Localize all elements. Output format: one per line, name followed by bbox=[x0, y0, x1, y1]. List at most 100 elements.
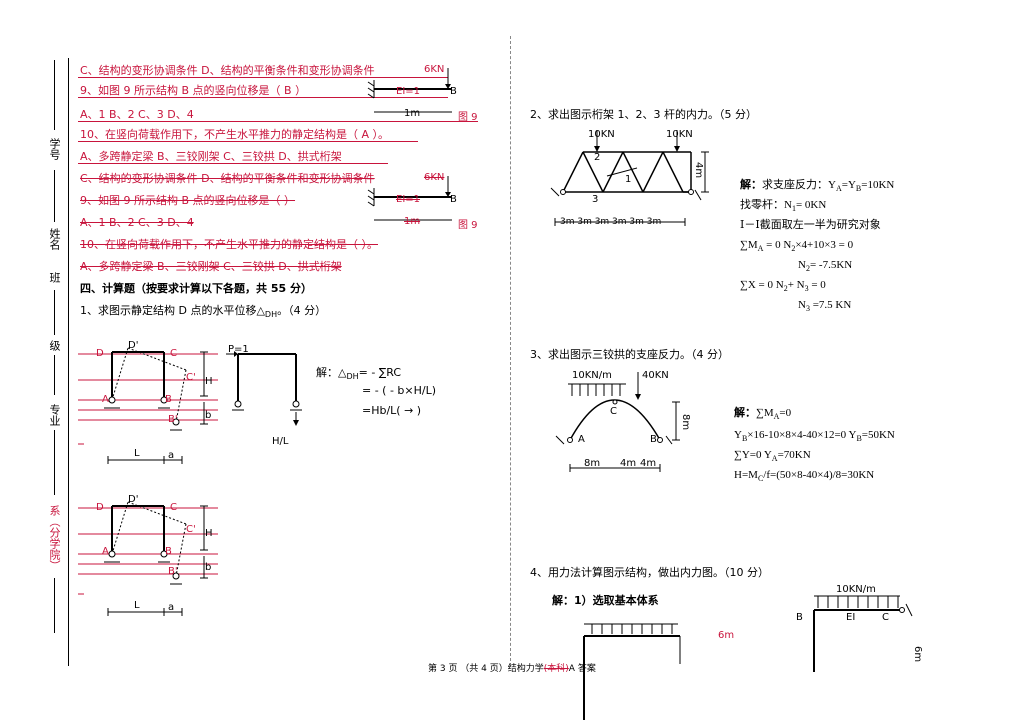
q1-dup-label-l: L bbox=[134, 600, 140, 611]
q1-frame-figure-duplicate bbox=[78, 501, 218, 616]
fig9-load-dup: 6KN bbox=[424, 172, 445, 183]
q1-label-d: D bbox=[96, 348, 104, 359]
underline-3 bbox=[78, 121, 478, 122]
q4-structure-figure bbox=[813, 595, 913, 672]
q1-label-b-dim: b bbox=[205, 410, 212, 421]
margin-underline-xuehao bbox=[54, 60, 55, 130]
q3-label-b: B bbox=[650, 434, 657, 445]
q4-prompt: 4、用力法计算图示结构，做出内力图。（10 分） bbox=[530, 566, 769, 579]
q1-label-c: C bbox=[170, 348, 177, 359]
line-3: A、1 B、2 C、3 D、4 bbox=[80, 108, 194, 121]
margin-ban: 班 bbox=[48, 272, 61, 283]
margin-underline-xi bbox=[54, 578, 55, 633]
fig9-label-dup: 图 9 bbox=[458, 220, 478, 231]
line-4: 10、在竖向荷载作用下，不产生水平推力的静定结构是（ A ）。 bbox=[80, 128, 390, 141]
line-6-struck: C、结构的变形协调条件 D、结构的平衡条件和变形协调条件 bbox=[80, 172, 375, 185]
q1-dup-label-cp: C' bbox=[186, 524, 196, 535]
margin-xuehao: 学号 bbox=[48, 138, 61, 160]
q3-dim-1: 8m bbox=[584, 458, 601, 469]
q1-label-hl: H/L bbox=[272, 436, 289, 447]
margin-underline-ji bbox=[54, 355, 55, 395]
line-8-struck: A、1 B、2 C、3 D、4 bbox=[80, 216, 194, 229]
q2-sol-line3: Ⅰ－Ⅰ截面取左一半为研究对象 bbox=[740, 219, 881, 231]
q2-sol-line2: 找零杆：N1= 0KN bbox=[740, 199, 827, 214]
binding-line bbox=[68, 58, 69, 666]
q3-dim-3: 4m bbox=[640, 458, 657, 469]
fig9-load: 6KN bbox=[424, 64, 445, 75]
q3-dim-2: 4m bbox=[620, 458, 637, 469]
q3-label-c: C bbox=[610, 406, 617, 417]
q1-label-l: L bbox=[134, 448, 140, 459]
q2-prompt: 2、求出图示桁架 1、2、3 杆的内力。（5 分） bbox=[530, 108, 757, 121]
q1-label-dp: D' bbox=[128, 340, 139, 351]
q4-height: 6m bbox=[912, 646, 923, 663]
q1-label-cp: C' bbox=[186, 372, 196, 383]
margin-underline-xingming bbox=[54, 170, 55, 222]
q1-dup-h-dim bbox=[200, 505, 208, 579]
underline-4 bbox=[78, 141, 418, 142]
q2-sol-line4: ∑MA = 0 N2×4+10×3 = 0 bbox=[740, 239, 854, 254]
q1-label-p1: P=1 bbox=[228, 344, 249, 355]
q1-unit-load-figure bbox=[226, 351, 302, 426]
q1-dup-label-a: A bbox=[102, 546, 109, 557]
q4-label-b: B bbox=[796, 612, 803, 623]
line-2: 9、如图 9 所示结构 B 点的竖向位移是（ B ） bbox=[80, 84, 307, 97]
q1-label-b: B bbox=[165, 394, 172, 405]
figure-9-duplicate bbox=[367, 176, 452, 221]
margin-ji: 级 bbox=[48, 340, 61, 351]
q3-point-load: 40KN bbox=[642, 370, 669, 381]
page-footer: 第 3 页 （共 4 页）结构力学(本科)A 答案 bbox=[428, 664, 596, 674]
q2-sol-line7: N3 =7.5 KN bbox=[798, 299, 852, 314]
q4-udl: 10KN/m bbox=[836, 584, 876, 595]
margin-underline-zhuanye bbox=[54, 430, 55, 495]
q2-member-3: 3 bbox=[592, 194, 599, 205]
q1-prompt: 1、求图示静定结构 D 点的水平位移△DH。（4 分） bbox=[80, 304, 327, 320]
q1-dup-label-a-dim: a bbox=[168, 602, 175, 613]
q2-sol-line1: 解：求支座反力：YA=YB=10KN bbox=[740, 179, 895, 194]
q4-red-6m: 6m bbox=[718, 630, 735, 641]
q2-sol-line6: ∑X = 0 N2+ N3 = 0 bbox=[740, 279, 826, 294]
q3-height: 8m bbox=[680, 414, 691, 431]
q3-sol-line4: H=MC/f=(50×8-40×4)/8=30KN bbox=[734, 469, 875, 484]
q2-truss-figure bbox=[550, 130, 709, 226]
line-7-struck: 9、如图 9 所示结构 B 点的竖向位移是（ ） bbox=[80, 194, 296, 207]
q2-load-2: 10KN bbox=[666, 129, 693, 140]
fig9-b: B bbox=[450, 86, 457, 97]
q4-solution-step1: 解：1）选取基本体系 bbox=[552, 594, 659, 607]
line-9-struck: 10、在竖向荷载作用下，不产生水平推力的静定结构是（ ）。 bbox=[80, 238, 378, 251]
margin-xingming: 姓名 bbox=[48, 228, 61, 250]
fig9-ei-dup: EI=1 bbox=[396, 194, 421, 205]
q4-label-ei: EI bbox=[846, 612, 856, 623]
line-10-struck: A、多跨静定梁 B、三铰刚架 C、三铰拱 D、拱式桁架 bbox=[80, 260, 342, 273]
q3-sol-line1: 解：∑MA=0 bbox=[734, 407, 792, 422]
q1-dup-label-dp: D' bbox=[128, 494, 139, 505]
q1-dup-label-bp: B' bbox=[168, 566, 178, 577]
q1-label-bp: B' bbox=[168, 414, 178, 425]
fig9-span: 1m bbox=[404, 108, 421, 119]
q4-basic-system-figure bbox=[583, 623, 681, 720]
q4-label-c: C bbox=[882, 612, 889, 623]
margin-underline-ban bbox=[54, 290, 55, 335]
q1-label-a-dim: a bbox=[168, 450, 175, 461]
margin-xi: 系（分学院） bbox=[48, 505, 61, 571]
q1-label-h: H bbox=[205, 376, 213, 387]
q1-dup-label-b: B bbox=[165, 546, 172, 557]
q1-dup-label-c: C bbox=[170, 502, 177, 513]
fig9-ei: EI=1 bbox=[396, 86, 421, 97]
q2-member-2: 2 bbox=[594, 152, 601, 163]
figure-9 bbox=[367, 68, 452, 113]
q1-label-a: A bbox=[102, 394, 109, 405]
q2-member-1: 1 bbox=[625, 174, 632, 185]
fig9-label: 图 9 bbox=[458, 112, 478, 123]
fig9-span-dup: 1m bbox=[404, 216, 421, 227]
underline-5 bbox=[78, 163, 388, 164]
line-5: A、多跨静定梁 B、三铰刚架 C、三铰拱 D、拱式桁架 bbox=[80, 150, 342, 163]
margin-zhuanye: 专业 bbox=[48, 404, 61, 426]
q2-load-1: 10KN bbox=[588, 129, 615, 140]
q1-solution-line2: = - ( - b×H/L) bbox=[362, 384, 437, 397]
q2-dimensions: 3m 3m 3m 3m 3m 3m bbox=[560, 217, 662, 227]
fig9-b-dup: B bbox=[450, 194, 457, 205]
q3-prompt: 3、求出图示三铰拱的支座反力。（4 分） bbox=[530, 348, 729, 361]
section-title: 四、计算题（按要求计算以下各题，共 55 分） bbox=[80, 282, 312, 295]
q1-dup-label-b-dim: b bbox=[205, 562, 212, 573]
